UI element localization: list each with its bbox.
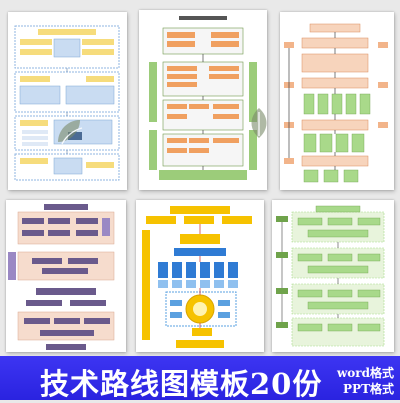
banner-title: 技术路线图模板20份: [40, 367, 323, 401]
roadmap-thumbnail-3[interactable]: [280, 12, 394, 190]
roadmap-diagram-1: [14, 25, 120, 181]
title-banner: [0, 356, 400, 400]
roadmap-thumbnail-5[interactable]: [136, 200, 264, 352]
leaf-logo-icon: [251, 108, 267, 138]
format-label-ppt: PPT格式: [343, 382, 394, 396]
roadmap-diagram-3: [284, 23, 388, 183]
roadmap-thumbnail-6[interactable]: [272, 200, 394, 352]
roadmap-diagram-6: [276, 205, 385, 347]
roadmap-diagram-5: [142, 206, 252, 348]
roadmap-thumbnail-4[interactable]: [6, 200, 126, 352]
roadmap-diagram-2: [149, 16, 257, 180]
roadmap-thumbnail-1[interactable]: [8, 12, 127, 190]
roadmap-thumbnail-2[interactable]: [139, 10, 267, 190]
format-label-word: word格式: [336, 366, 394, 380]
leaf-logo-icon: [58, 120, 83, 145]
roadmap-diagram-4: [8, 204, 115, 350]
